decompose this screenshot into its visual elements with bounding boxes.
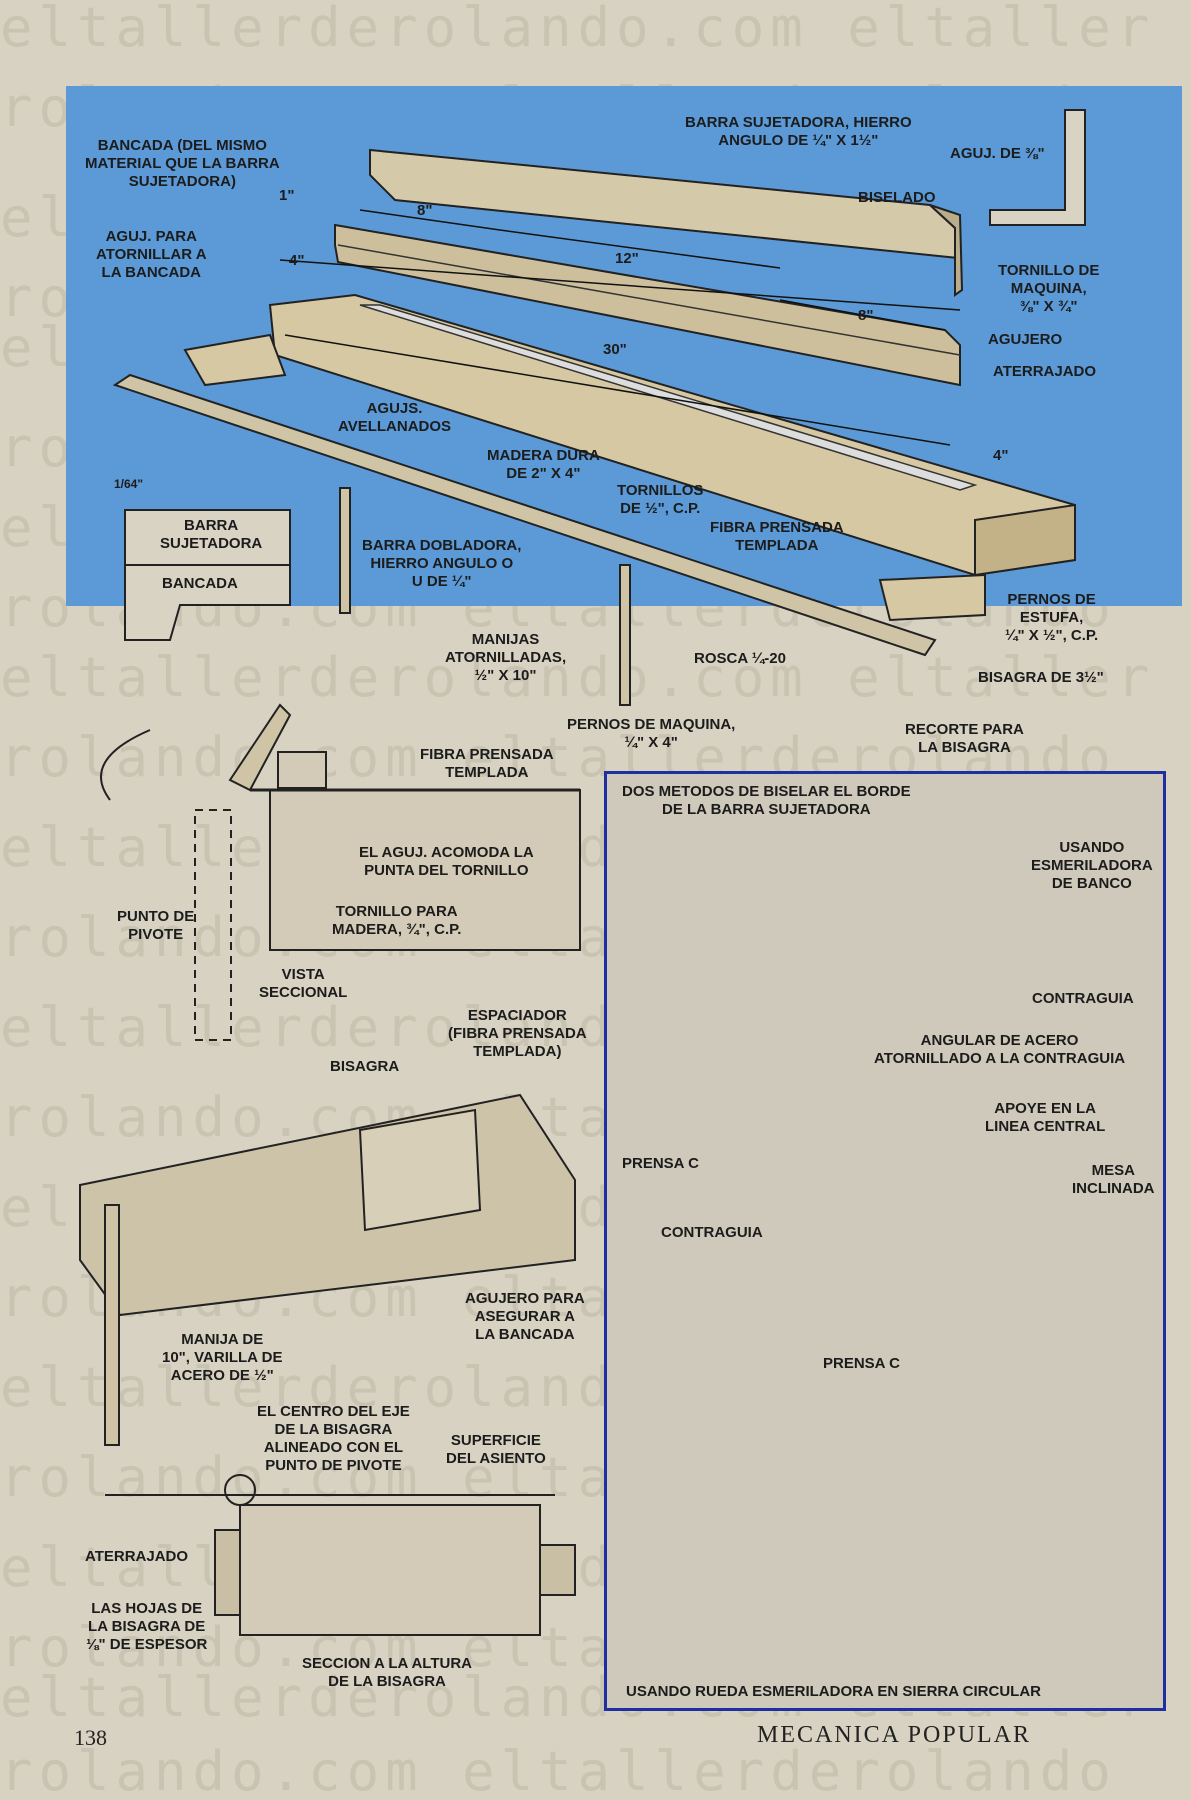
label-dim-4a: 4" [289, 252, 305, 269]
label-usando-rueda: USANDO RUEDA ESMERILADORA EN SIERRA CIRC… [626, 1683, 1042, 1700]
hinge-drawing [878, 573, 986, 622]
label-tornillos-12: TORNILLOS DE ½", C.P. [617, 482, 704, 517]
label-dim-8a: 8" [417, 202, 433, 219]
bending-bar-drawing [112, 373, 937, 657]
fiber-strip-drawing [359, 304, 978, 491]
label-barra-sujetadora: BARRA SUJETADORA, HIERRO ANGULO DE ¼" X … [685, 114, 912, 149]
label-punto-pivote: PUNTO DE PIVOTE [117, 908, 195, 943]
label-madera-dura: MADERA DURA DE 2" X 4" [487, 447, 600, 482]
label-dos-metodos: DOS METODOS DE BISELAR EL BORDE DE LA BA… [622, 783, 911, 818]
label-espaciador: ESPACIADOR (FIBRA PRENSADA TEMPLADA) [448, 1007, 587, 1060]
label-bancada: BANCADA (DEL MISMO MATERIAL QUE LA BARRA… [85, 137, 280, 190]
label-aguj-acomoda: EL AGUJ. ACOMODA LA PUNTA DEL TORNILLO [359, 844, 534, 879]
label-manijas: MANIJAS ATORNILLADAS, ½" X 10" [445, 631, 567, 684]
label-prensa-c: PRENSA C [622, 1155, 699, 1172]
handle-rod [619, 564, 631, 706]
label-vista-seccional: VISTA SECCIONAL [259, 966, 348, 1001]
label-fibra-templada2: FIBRA PRENSADA TEMPLADA [420, 746, 554, 781]
label-apoye: APOYE EN LA LINEA CENTRAL [985, 1100, 1106, 1135]
label-aguj-38: AGUJ. DE ⅜" [950, 145, 1045, 162]
watermark-row: eltallerderolando.com eltaller [0, 646, 1156, 709]
label-rosca: ROSCA ¼-20 [694, 650, 786, 667]
handle-rod [104, 1204, 120, 1446]
label-centro-eje: EL CENTRO DEL EJE DE LA BISAGRA ALINEADO… [257, 1403, 410, 1474]
label-tornillo-maquina: TORNILLO DE MAQUINA, ⅜" X ¾" [998, 262, 1100, 315]
label-bisagra-312: BISAGRA DE 3½" [978, 669, 1104, 686]
label-bisagra: BISAGRA [330, 1058, 400, 1075]
label-contraguia: CONTRAGUIA [1032, 990, 1134, 1007]
label-prensa-c2: PRENSA C [823, 1355, 900, 1372]
page-number: 138 [74, 1725, 107, 1750]
label-dim-30: 30" [603, 341, 627, 358]
label-aguj-atornillar: AGUJ. PARA ATORNILLAR A LA BANCADA [96, 228, 207, 281]
label-fibra-templada: FIBRA PRENSADA TEMPLADA [710, 519, 844, 554]
label-dim-1: 1" [279, 187, 295, 204]
label-dim-164: 1/64" [114, 477, 144, 491]
handle-rod [339, 487, 351, 614]
magazine-title: MECANICA POPULAR [757, 1722, 1032, 1748]
label-usando-esmeriladora: USANDO ESMERILADORA DE BANCO [1031, 839, 1153, 892]
watermark-row: rolando.com eltallerderolando [0, 1740, 1117, 1800]
angle-bending-drawing [228, 703, 292, 792]
label-agujero-asegurar: AGUJERO PARA ASEGURAR A LA BANCADA [465, 1290, 585, 1343]
label-recorte: RECORTE PARA LA BISAGRA [905, 721, 1024, 756]
label-superficie: SUPERFICIE DEL ASIENTO [446, 1432, 546, 1467]
label-hojas-bisagra: LAS HOJAS DE LA BISAGRA DE ⅛" DE ESPESOR [86, 1600, 208, 1653]
label-dim-12: 12" [615, 250, 639, 267]
label-contraguia2: CONTRAGUIA [661, 1224, 763, 1241]
beveling-methods-box [604, 771, 1166, 1711]
label-angular-acero: ANGULAR DE ACERO ATORNILLADO A LA CONTRA… [874, 1032, 1126, 1067]
label-agujero: AGUJERO [988, 331, 1063, 348]
label-tornillo-madera: TORNILLO PARA MADERA, ¾", C.P. [332, 903, 462, 938]
label-aterrajado: ATERRAJADO [993, 363, 1097, 380]
label-barra-sec: BARRA SUJETADORA [160, 517, 263, 552]
watermark-row: eltallerderolando.com eltaller [0, 0, 1156, 59]
pivot-rod [194, 809, 232, 1041]
hinge-section-drawing [239, 1504, 541, 1636]
label-bancada-sec: BANCADA [162, 575, 238, 592]
hinge-closeup-drawing [79, 1093, 576, 1317]
section-detail-drawing [124, 509, 291, 641]
label-biselado: BISELADO [858, 189, 936, 206]
hinge-drawing [183, 333, 287, 387]
label-pernos-estufa: PERNOS DE ESTUFA, ¼" X ½", C.P. [1005, 591, 1099, 644]
angle-section-drawing [989, 109, 1086, 226]
label-aterrajado2: ATERRAJADO [85, 1548, 189, 1565]
label-mesa-inclinada: MESA INCLINADA [1072, 1162, 1155, 1197]
label-seccion-bisagra: SECCION A LA ALTURA DE LA BISAGRA [302, 1655, 472, 1690]
label-pernos-maquina: PERNOS DE MAQUINA, ¼" X 4" [567, 716, 736, 751]
label-dim-8b: 8" [858, 307, 874, 324]
label-dim-4b: 4" [993, 447, 1009, 464]
label-aguj-avellanados: AGUJS. AVELLANADOS [338, 400, 452, 435]
label-manija-10: MANIJA DE 10", VARILLA DE ACERO DE ½" [162, 1331, 283, 1384]
label-barra-dobladora: BARRA DOBLADORA, HIERRO ANGULO O U DE ¼" [362, 537, 522, 590]
